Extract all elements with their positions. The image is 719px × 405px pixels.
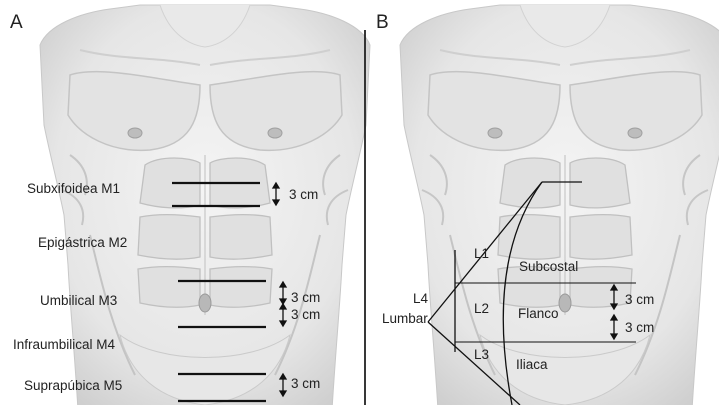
- zone-name-lumbar: Lumbar: [382, 311, 428, 326]
- measure-flank-lower: 3 cm: [625, 320, 654, 335]
- measure-m3-upper: 3 cm: [291, 290, 320, 305]
- label-infraumbilical: Infraumbilical M4: [13, 337, 116, 352]
- label-suprapubica: Suprapúbica M5: [24, 378, 122, 393]
- zone-code-l2: L2: [474, 301, 489, 316]
- zone-code-l4: L4: [413, 291, 429, 306]
- zone-code-l1: L1: [474, 246, 489, 261]
- measure-m1: 3 cm: [289, 187, 318, 202]
- zone-name-flanco: Flanco: [518, 306, 559, 321]
- panel-b-letter: B: [376, 12, 389, 33]
- measure-flank-upper: 3 cm: [625, 292, 654, 307]
- measure-m5: 3 cm: [291, 376, 320, 391]
- zone-code-l3: L3: [474, 347, 489, 362]
- measure-m3-lower: 3 cm: [291, 307, 320, 322]
- label-epigastrica: Epigástrica M2: [38, 235, 127, 250]
- torso-illustration-right: [400, 5, 719, 405]
- label-umbilical: Umbilical M3: [40, 293, 117, 308]
- label-subxifoidea: Subxifoidea M1: [27, 181, 120, 196]
- zone-name-iliaca: Iliaca: [516, 357, 548, 372]
- panel-a-letter: A: [10, 12, 23, 33]
- zone-name-subcostal: Subcostal: [519, 259, 578, 274]
